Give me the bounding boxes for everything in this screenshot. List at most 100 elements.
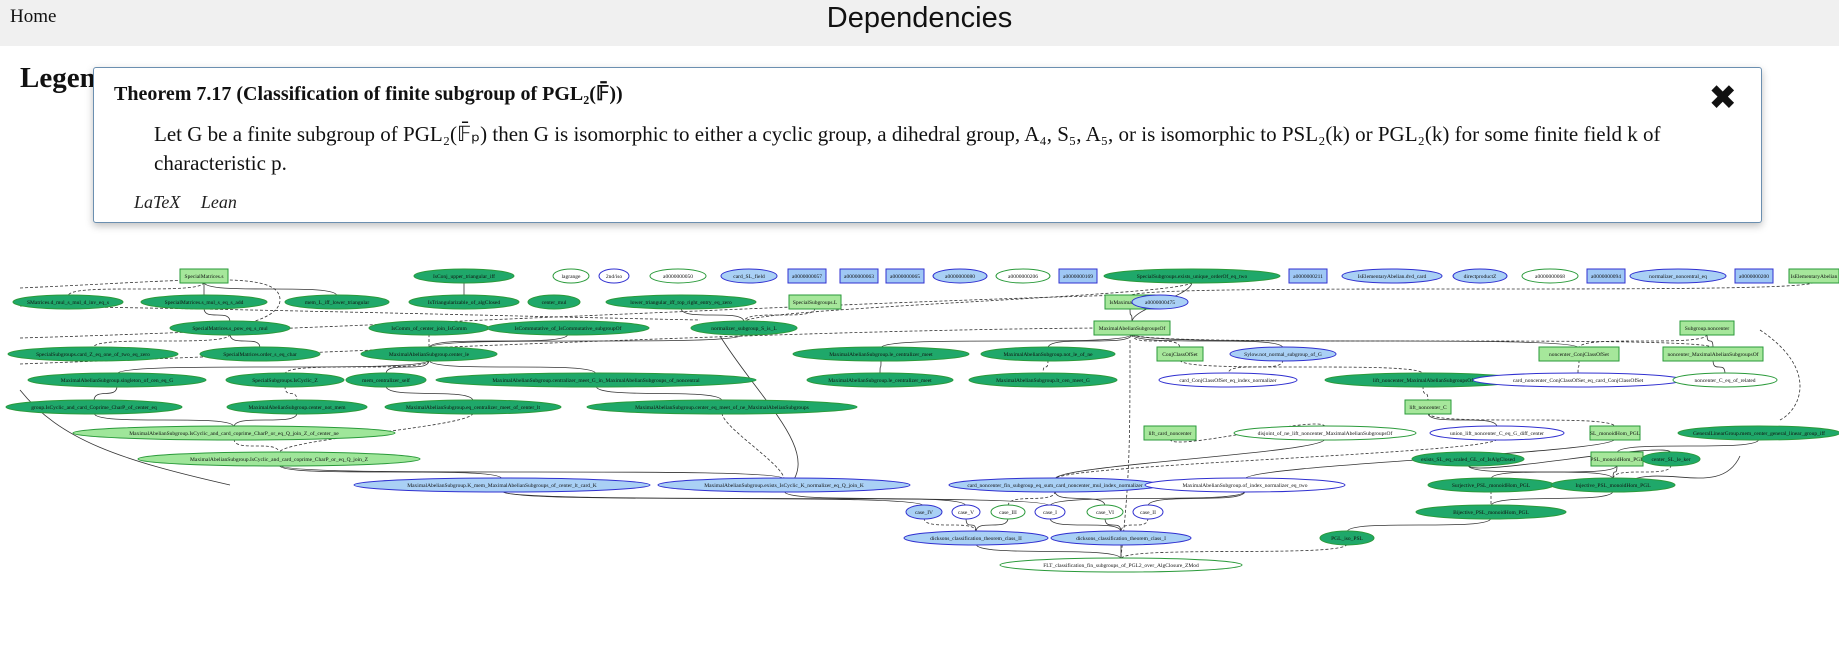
graph-node-shape[interactable] — [980, 346, 1116, 362]
graph-node-shape[interactable] — [649, 268, 707, 284]
graph-node[interactable]: IsComm_of_center_join_IsComm — [368, 320, 490, 336]
graph-node[interactable]: lift_noncenter_C — [1404, 399, 1452, 415]
graph-node-shape[interactable] — [1086, 504, 1124, 520]
graph-node[interactable]: mem_centralizer_self — [345, 372, 427, 388]
graph-node[interactable]: a0000000211 — [1288, 268, 1328, 284]
graph-node-shape[interactable] — [137, 451, 421, 467]
graph-node-shape[interactable] — [839, 268, 879, 284]
latex-link[interactable]: LaTeX — [134, 192, 181, 212]
graph-node-shape[interactable] — [1629, 268, 1727, 284]
graph-node[interactable]: card_ConjClassOfSet_eq_index_normalizer — [1158, 372, 1298, 388]
graph-node[interactable]: MaximalAbelianSubgroup.le_centralizer_me… — [792, 346, 970, 362]
graph-node-shape[interactable] — [1586, 268, 1626, 284]
graph-node[interactable]: PGL_iso_PSL — [1319, 530, 1375, 546]
graph-node[interactable]: MaximalAbelianSubgroup.not_le_of_ne — [980, 346, 1116, 362]
graph-node-shape[interactable] — [1341, 268, 1443, 284]
graph-node-shape[interactable] — [1050, 530, 1192, 546]
graph-node[interactable]: IsElementaryAbelian.dvd_card — [1341, 268, 1443, 284]
graph-node[interactable]: MaximalAbelianSubgroup.exists_IsCyclic_K… — [657, 477, 911, 493]
graph-node-shape[interactable] — [1288, 268, 1328, 284]
graph-node[interactable]: IsConj_upper_triangular_iff — [413, 268, 515, 284]
graph-node-shape[interactable] — [806, 372, 954, 388]
graph-node[interactable]: MaximalAbelianSubgroupsOf — [1093, 320, 1171, 336]
graph-node-shape[interactable] — [360, 346, 498, 362]
graph-node-shape[interactable] — [140, 294, 268, 310]
graph-node[interactable]: MaximalAbelianSubgroup.singleton_of_cen_… — [27, 372, 207, 388]
graph-node-shape[interactable] — [598, 268, 630, 284]
graph-node[interactable]: SpecialMatrices.s_pow_eq_s_mul — [169, 320, 291, 336]
graph-node-shape[interactable] — [413, 268, 515, 284]
graph-node[interactable]: SpecialSubgroups.L — [788, 294, 842, 310]
graph-node[interactable]: Injective_PSL_monoidHom_PGL — [1550, 477, 1676, 493]
graph-node-shape[interactable] — [1452, 268, 1508, 284]
graph-node[interactable]: IsElementaryAbelian — [1788, 268, 1839, 284]
graph-node[interactable]: a0000000206 — [995, 268, 1051, 284]
graph-node-shape[interactable] — [1641, 451, 1701, 467]
graph-node[interactable]: normalizer_noncentral_eq — [1629, 268, 1727, 284]
graph-node-shape[interactable] — [1788, 268, 1839, 284]
graph-node[interactable]: MaximalAbelianSubgroup.IsCyclic_and_card… — [137, 451, 421, 467]
graph-node-shape[interactable] — [179, 268, 229, 284]
graph-node[interactable]: SMatrices.d_mul_s_mul_d_inv_eq_s — [12, 294, 124, 310]
graph-node[interactable]: dicksons_classification_theorem_class_II — [903, 530, 1049, 546]
graph-node[interactable]: a0000000094 — [1586, 268, 1626, 284]
graph-node-shape[interactable] — [605, 294, 757, 310]
graph-node[interactable]: group.IsCyclic_and_card_Coprime_CharP_of… — [5, 399, 183, 415]
graph-node-shape[interactable] — [1429, 425, 1565, 441]
graph-node-shape[interactable] — [792, 346, 970, 362]
graph-node-shape[interactable] — [990, 504, 1026, 520]
graph-node[interactable]: case_V — [951, 504, 981, 520]
graph-node-shape[interactable] — [951, 504, 981, 520]
graph-node[interactable]: union_lift_noncenter_C_eq_G_diff_center — [1429, 425, 1565, 441]
graph-node-shape[interactable] — [1229, 346, 1337, 362]
graph-node-shape[interactable] — [284, 294, 390, 310]
graph-node[interactable]: lift_card_noncenter — [1143, 425, 1197, 441]
graph-node[interactable]: SpecialMatrices.s — [179, 268, 229, 284]
graph-node[interactable]: ConjClassOfSet — [1156, 346, 1204, 362]
graph-node-shape[interactable] — [1156, 346, 1204, 362]
graph-node[interactable]: MaximalAbelianSubgroup.eq_centralizer_me… — [384, 399, 562, 415]
graph-node-shape[interactable] — [1158, 372, 1298, 388]
graph-node[interactable]: SpecialSubgroups.IsCyclic_Z — [225, 372, 345, 388]
graph-node-shape[interactable] — [1143, 425, 1197, 441]
graph-node[interactable]: case_III — [990, 504, 1026, 520]
graph-node-shape[interactable] — [720, 268, 778, 284]
graph-node[interactable]: directproductZ — [1452, 268, 1508, 284]
graph-node-shape[interactable] — [1131, 294, 1189, 310]
graph-node-shape[interactable] — [226, 399, 368, 415]
graph-node-shape[interactable] — [486, 320, 650, 336]
graph-node-shape[interactable] — [885, 268, 925, 284]
graph-node[interactable]: IsCommutative_of_IsCommutative_subgroupO… — [486, 320, 650, 336]
graph-node[interactable]: SpecialMatrices.order_s_eq_char — [199, 346, 321, 362]
graph-node-shape[interactable] — [1662, 346, 1764, 362]
graph-node-shape[interactable] — [435, 372, 757, 388]
graph-node-shape[interactable] — [1550, 477, 1676, 493]
graph-node[interactable]: noncenter_ConjClassOfSet — [1538, 346, 1620, 362]
graph-node[interactable]: Sylow.not_normal_subgroup_of_G — [1229, 346, 1337, 362]
graph-node[interactable]: SpecialSubgroups.exists_unique_orderOf_e… — [1103, 268, 1281, 284]
graph-node-shape[interactable] — [7, 346, 179, 362]
graph-node[interactable]: GeneralLinearGroup.mem_center_general_li… — [1677, 425, 1839, 441]
graph-node-shape[interactable] — [657, 477, 911, 493]
graph-node-shape[interactable] — [788, 294, 842, 310]
close-icon[interactable]: ✖ — [1708, 78, 1738, 118]
graph-node-shape[interactable] — [1672, 372, 1778, 388]
graph-node[interactable]: exists_SL_eq_scaled_GL_of_IsAlgClosed — [1411, 451, 1525, 467]
graph-node-shape[interactable] — [995, 268, 1051, 284]
graph-node-shape[interactable] — [903, 530, 1049, 546]
graph-node[interactable]: MaximalAbelianSubgroup.IsCyclic_and_card… — [72, 425, 396, 441]
graph-node-shape[interactable] — [1034, 504, 1066, 520]
graph-node-shape[interactable] — [27, 372, 207, 388]
graph-node[interactable]: a0000000475 — [1131, 294, 1189, 310]
graph-node[interactable]: SpecialMatrices.s_mul_s_eq_s_add — [140, 294, 268, 310]
graph-node[interactable]: a0000000057 — [787, 268, 827, 284]
graph-node[interactable]: a0000000068 — [1521, 268, 1579, 284]
graph-node[interactable]: case_I — [1034, 504, 1066, 520]
graph-node[interactable]: PSL_monoidHom_PGL — [1590, 451, 1644, 467]
graph-node[interactable]: MaximalAbelianSubgroup.center_eq_meet_of… — [586, 399, 858, 415]
graph-node[interactable]: MaximalAbelianSubgroup.K_mem_MaximalAbel… — [353, 477, 651, 493]
graph-node-shape[interactable] — [1538, 346, 1620, 362]
graph-node-shape[interactable] — [384, 399, 562, 415]
graph-node[interactable]: MaximalAbelianSubgroup.of_index_normaliz… — [1144, 477, 1346, 493]
graph-node[interactable]: MaximalAbelianSubgroup.center_le — [360, 346, 498, 362]
